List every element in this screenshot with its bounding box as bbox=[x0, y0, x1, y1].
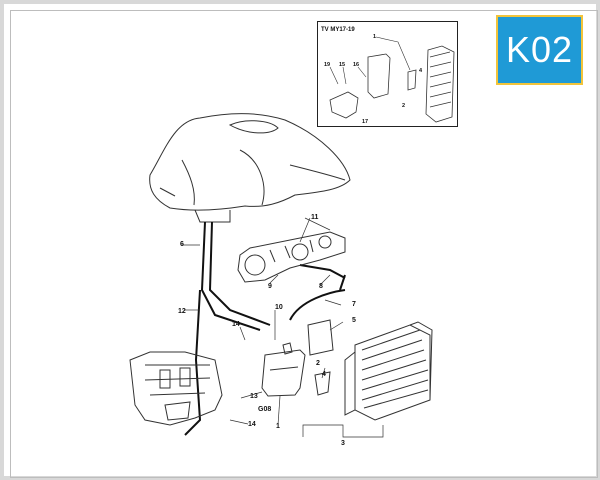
inset-variant-box: TV MY17-19 1 19 15 16 4 2 17 bbox=[317, 21, 458, 127]
callout-5: 5 bbox=[352, 317, 356, 324]
callout-11: 11 bbox=[311, 214, 319, 221]
callout-13: 13 bbox=[250, 393, 258, 400]
diagram-inner-border bbox=[10, 10, 598, 478]
callout-9: 9 bbox=[268, 283, 272, 290]
inset-callout-2: 2 bbox=[402, 103, 405, 109]
inset-title: TV MY17-19 bbox=[321, 27, 355, 33]
callout-7: 7 bbox=[352, 301, 356, 308]
inset-reservoir-drawing bbox=[367, 53, 391, 99]
inset-callout-1: 1 bbox=[373, 34, 376, 40]
callout-8: 8 bbox=[319, 283, 323, 290]
callout-g08: G08 bbox=[258, 406, 271, 413]
fuel-tank-drawing bbox=[149, 113, 351, 223]
inset-callout-15: 15 bbox=[339, 62, 345, 68]
coolant-reservoir-drawing bbox=[261, 342, 306, 397]
callout-2: 2 bbox=[316, 360, 320, 367]
radiator-drawing bbox=[344, 321, 433, 421]
mounting-bracket-drawing bbox=[314, 371, 331, 396]
callout-10: 10 bbox=[275, 304, 283, 311]
engine-block-drawing bbox=[129, 351, 223, 426]
callout-4: 4 bbox=[322, 371, 326, 378]
inset-radiator-drawing bbox=[425, 45, 455, 123]
leader-lines bbox=[181, 217, 384, 438]
inset-clip-drawing bbox=[407, 69, 417, 91]
inset-callout-19: 19 bbox=[324, 62, 330, 68]
callout-14-upper: 14 bbox=[232, 321, 240, 328]
fuel-line-hoses bbox=[184, 221, 346, 436]
throttle-body-drawing bbox=[237, 231, 346, 283]
callout-1: 1 bbox=[276, 423, 280, 430]
inset-callout-17: 17 bbox=[362, 119, 368, 125]
callout-12: 12 bbox=[178, 308, 186, 315]
inset-bracket-drawing bbox=[329, 91, 359, 119]
bracket-plate-drawing bbox=[307, 319, 334, 356]
inset-callout-16: 16 bbox=[353, 62, 359, 68]
inset-callout-4: 4 bbox=[419, 68, 423, 74]
inset-diagram: 1 19 15 16 4 2 17 bbox=[324, 34, 455, 125]
callout-14-lower: 14 bbox=[248, 421, 256, 428]
section-code-badge: K02 bbox=[496, 15, 583, 85]
callout-3: 3 bbox=[341, 440, 345, 447]
callout-6: 6 bbox=[180, 241, 184, 248]
